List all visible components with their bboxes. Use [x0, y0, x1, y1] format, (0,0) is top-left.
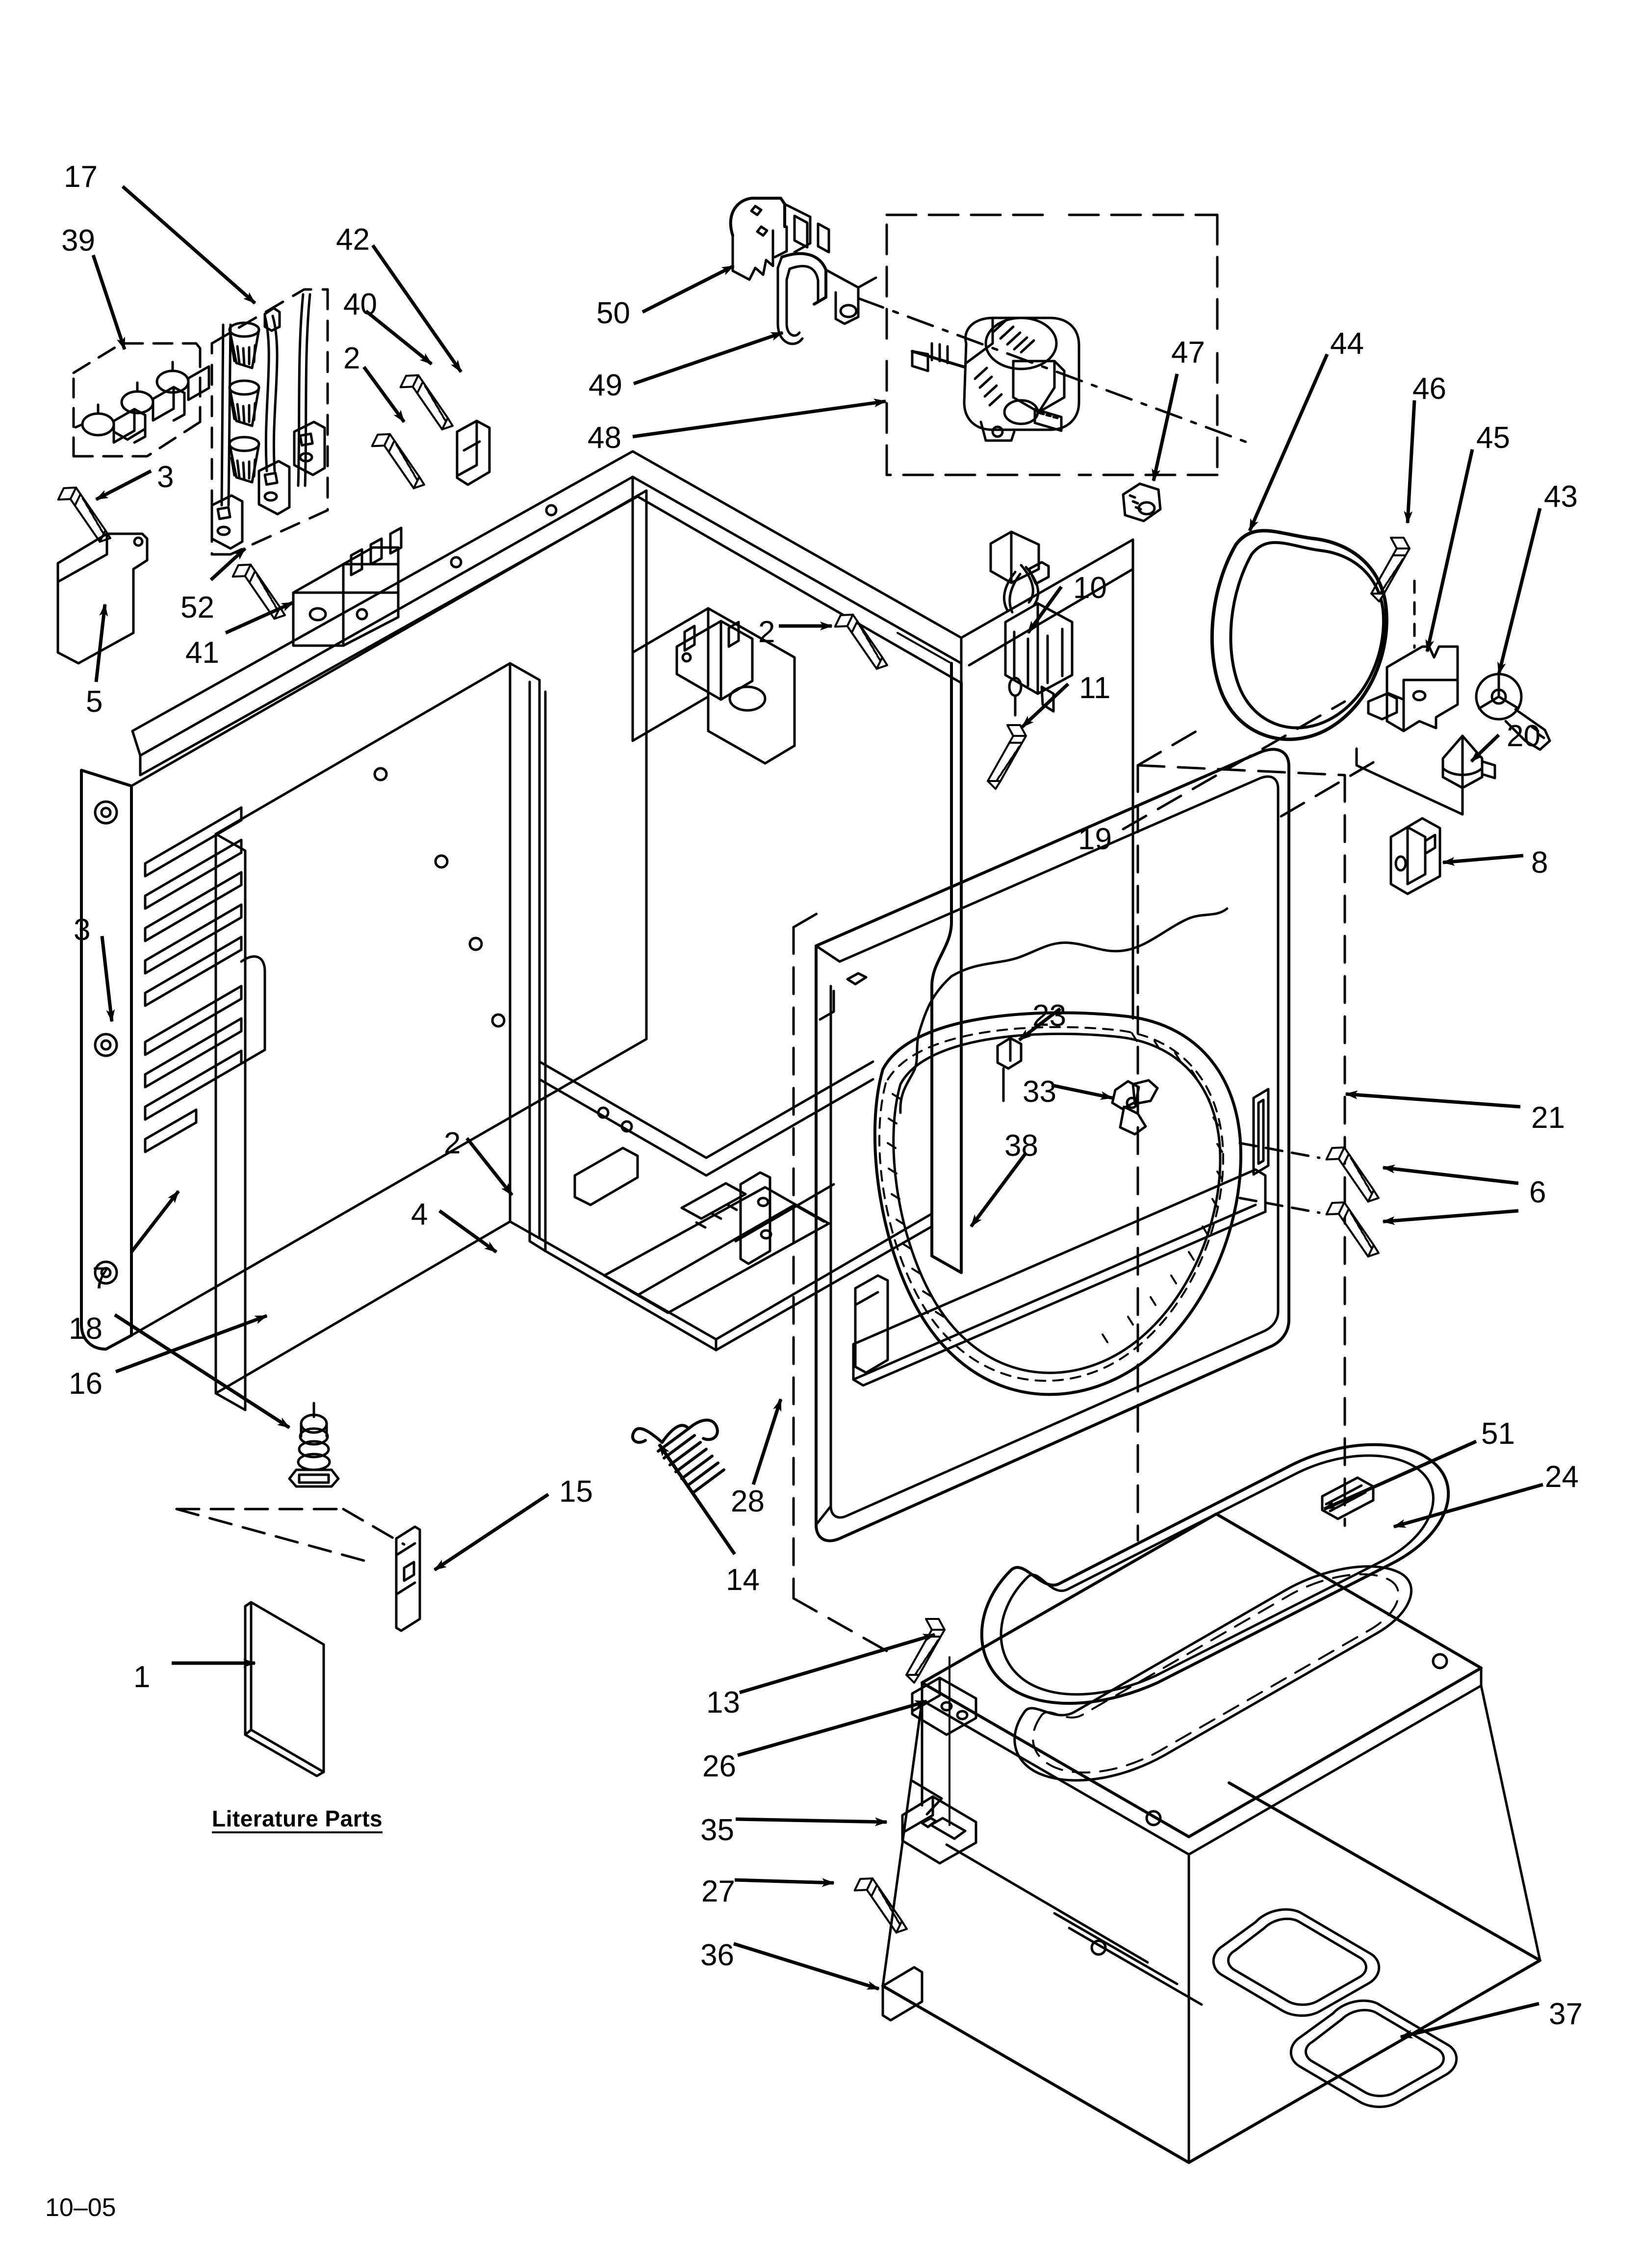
callout-8: 8	[1531, 846, 1548, 880]
callout-49: 49	[589, 368, 622, 402]
callout-5: 5	[86, 685, 103, 719]
callout-1: 1	[133, 1660, 151, 1694]
callout-16: 16	[69, 1367, 103, 1401]
callout-2-top: 2	[343, 341, 360, 375]
callout-19: 19	[1078, 822, 1112, 856]
callout-52: 52	[180, 591, 214, 625]
callout-28: 28	[731, 1485, 765, 1518]
callout-14: 14	[726, 1563, 760, 1597]
callout-44: 44	[1330, 327, 1364, 361]
callout-48: 48	[588, 421, 621, 455]
callout-47: 47	[1171, 336, 1205, 369]
callout-13: 13	[706, 1686, 740, 1720]
callout-26: 26	[702, 1749, 736, 1783]
callout-21: 21	[1531, 1101, 1565, 1135]
callout-20: 20	[1507, 719, 1540, 753]
callout-3-lower: 3	[74, 913, 91, 947]
callout-17: 17	[64, 160, 98, 194]
callout-36: 36	[700, 1938, 734, 1972]
callout-43: 43	[1544, 480, 1578, 514]
callout-2-mid: 2	[444, 1126, 461, 1160]
callout-2-right: 2	[758, 615, 775, 649]
callout-11: 11	[1079, 671, 1111, 705]
callout-40: 40	[343, 287, 377, 321]
callout-18: 18	[69, 1312, 103, 1346]
revision-date: 10–05	[45, 2193, 116, 2222]
callout-38: 38	[1004, 1129, 1038, 1163]
callout-42: 42	[336, 223, 370, 257]
literature-parts-caption: Literature Parts	[212, 1806, 383, 1831]
callout-3-upper: 3	[157, 460, 174, 494]
callout-4: 4	[411, 1198, 428, 1231]
callout-51: 51	[1481, 1417, 1515, 1451]
callout-46: 46	[1412, 372, 1446, 406]
callout-27: 27	[701, 1875, 735, 1908]
callout-50: 50	[596, 296, 630, 330]
callout-23: 23	[1032, 999, 1066, 1033]
callout-33: 33	[1023, 1075, 1056, 1109]
callout-39: 39	[61, 224, 95, 258]
callout-7: 7	[92, 1261, 109, 1295]
callout-24: 24	[1545, 1460, 1579, 1494]
callout-41: 41	[185, 636, 219, 670]
callout-45: 45	[1476, 421, 1510, 455]
callout-10: 10	[1073, 571, 1107, 605]
callout-35: 35	[700, 1813, 734, 1847]
callout-6: 6	[1529, 1175, 1546, 1209]
callout-15: 15	[559, 1475, 593, 1509]
callout-37: 37	[1549, 1997, 1583, 2031]
